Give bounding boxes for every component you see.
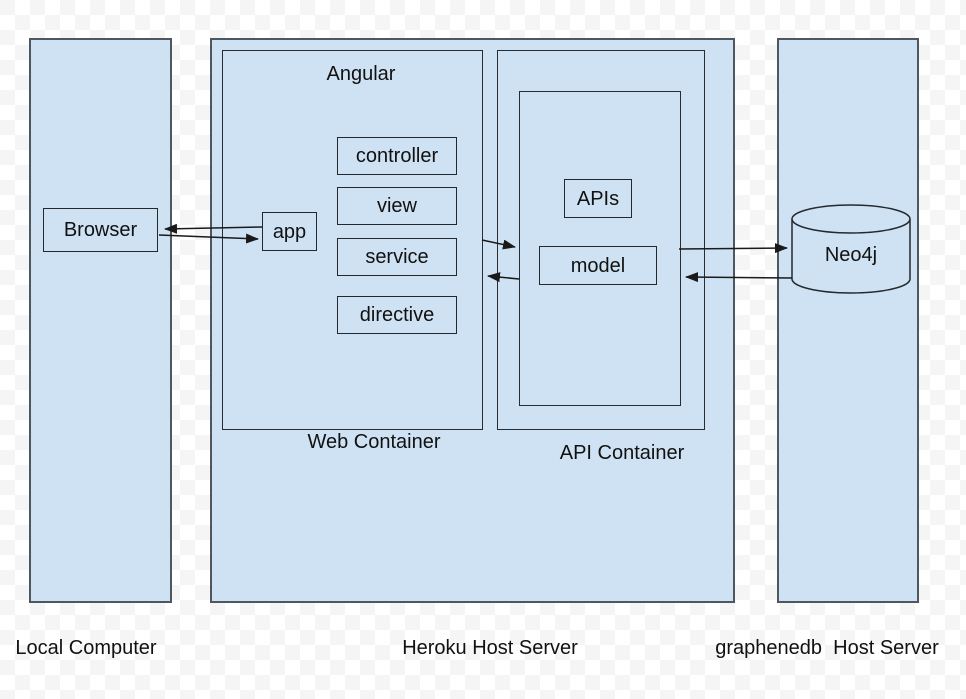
app-box: app <box>262 212 317 251</box>
browser-label: Browser <box>63 219 138 241</box>
app-label: app <box>272 220 307 243</box>
model-label: model <box>570 254 626 277</box>
local-computer-column <box>29 38 172 603</box>
directive-label: directive <box>359 304 435 326</box>
service-label: service <box>365 246 429 268</box>
neo4j-label: Neo4j <box>824 244 878 266</box>
apis-box: APIs <box>564 179 632 218</box>
graphenedb-host-label: graphenedb Host Server <box>715 637 939 659</box>
directive-box: directive <box>337 296 457 334</box>
web-container-label: Web Container <box>307 431 441 453</box>
controller-label: controller <box>355 145 439 167</box>
apis-label: APIs <box>576 187 620 210</box>
browser-box: Browser <box>43 208 158 252</box>
view-label: view <box>376 195 417 217</box>
graphenedb-host-column <box>777 38 919 603</box>
view-box: view <box>337 187 457 225</box>
local-computer-label: Local Computer <box>15 637 157 659</box>
controller-box: controller <box>337 137 457 175</box>
web-container-title: Angular <box>326 63 396 85</box>
service-box: service <box>337 238 457 276</box>
api-container-label: API Container <box>559 442 685 464</box>
heroku-host-label: Heroku Host Server <box>402 637 578 659</box>
model-box: model <box>539 246 657 285</box>
